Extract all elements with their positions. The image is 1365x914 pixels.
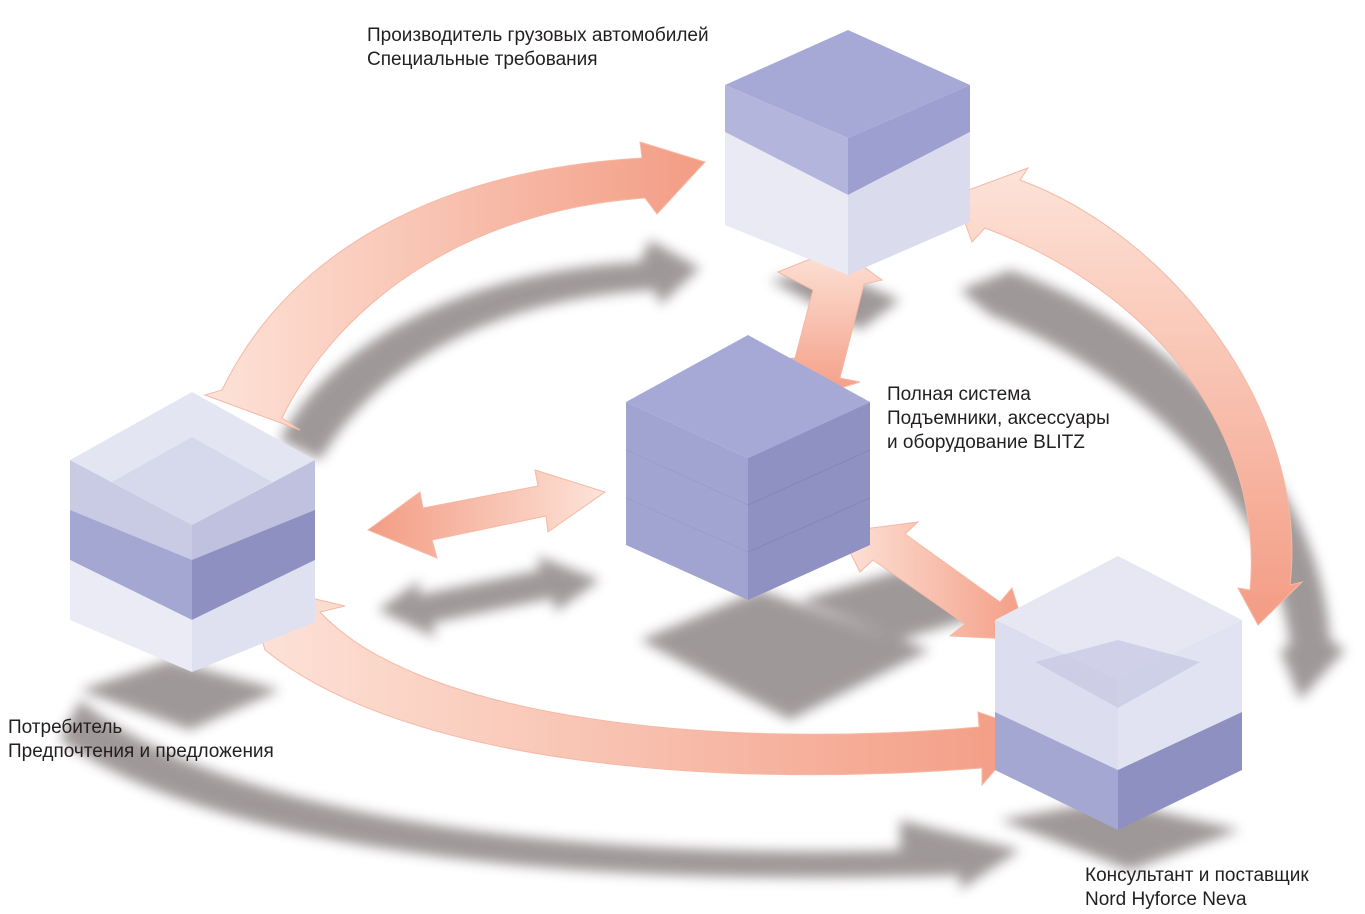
manufacturer-label: Производитель грузовых автомобилей Специ… xyxy=(367,24,709,72)
diagonal-arrow-shadow xyxy=(800,570,1000,640)
consumer-label: Потребитель Предпочтения и предложения xyxy=(8,716,274,764)
arrow-system-manufacturer xyxy=(769,247,884,401)
system-title: Полная система xyxy=(887,384,1031,405)
arrow-consumer-manufacturer xyxy=(203,141,706,431)
consultant-subtitle: Nord Hyforce Neva xyxy=(1085,889,1247,910)
cube-manufacturer xyxy=(725,30,970,275)
arc-shadow-bottom xyxy=(60,700,1020,890)
system-subtitle-1: Подъемники, аксессуары xyxy=(887,408,1110,429)
consultant-cube-shadow xyxy=(1000,800,1240,870)
consumer-title: Потребитель xyxy=(8,717,123,738)
consumer-subtitle: Предпочтения и предложения xyxy=(8,741,274,762)
cube-system xyxy=(625,335,871,600)
consultant-label: Консультант и поставщик Nord Hyforce Nev… xyxy=(1085,864,1309,912)
consultant-title: Консультант и поставщик xyxy=(1085,865,1309,886)
system-label: Полная система Подъемники, аксессуары и … xyxy=(887,383,1110,455)
center-cube-shadow xyxy=(640,590,930,720)
cube-consultant xyxy=(995,556,1242,830)
manufacturer-title: Производитель грузовых автомобилей xyxy=(367,25,709,46)
arc-shadow-top-left xyxy=(280,240,700,460)
system-subtitle-2: и оборудование BLITZ xyxy=(887,432,1085,453)
arrow-manufacturer-consultant xyxy=(954,166,1304,626)
cube-consumer xyxy=(70,392,315,672)
consumer-cube-shadow xyxy=(80,660,280,730)
double-arrow-shadow-left xyxy=(378,556,600,638)
arrow-consumer-system xyxy=(366,469,607,559)
manufacturer-subtitle: Специальные требования xyxy=(367,49,598,70)
